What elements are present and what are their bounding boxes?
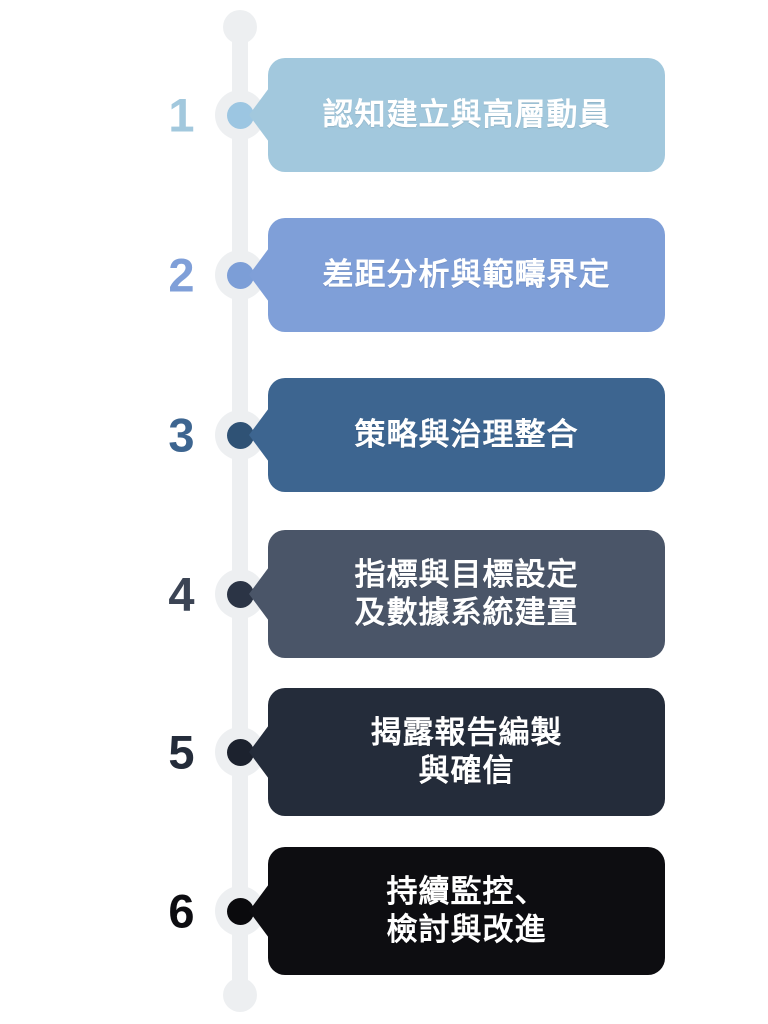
step-number: 4: [168, 567, 194, 621]
step-card-label: 指標與目標設定 及數據系統建置: [354, 557, 579, 630]
step-card[interactable]: 策略與治理整合: [249, 378, 665, 492]
step-card-notch-icon: [249, 88, 269, 142]
step-card[interactable]: 持續監控、 檢討與改進: [249, 847, 665, 975]
step-card-notch-icon: [249, 884, 269, 938]
step-number: 2: [168, 248, 194, 302]
step-card-notch-icon: [249, 248, 269, 302]
timeline-track: [232, 22, 248, 1002]
step-card[interactable]: 差距分析與範疇界定: [249, 218, 665, 332]
step-number: 3: [168, 408, 194, 462]
step-card-notch-icon: [249, 408, 269, 462]
step-card-label: 策略與治理整合: [354, 417, 579, 453]
step-card-label: 揭露報告編製 與確信: [370, 715, 563, 788]
step-number: 6: [168, 884, 194, 938]
step-card-notch-icon: [249, 725, 269, 779]
timeline-track-bottom-cap: [223, 978, 257, 1012]
step-card[interactable]: 認知建立與高層動員: [249, 58, 665, 172]
step-card[interactable]: 揭露報告編製 與確信: [249, 688, 665, 816]
step-card-label: 持續監控、 檢討與改進: [386, 874, 547, 947]
step-card-notch-icon: [249, 567, 269, 621]
step-card[interactable]: 指標與目標設定 及數據系統建置: [249, 530, 665, 658]
step-number: 5: [168, 725, 194, 779]
step-number: 1: [168, 88, 194, 142]
timeline-track-top-cap: [223, 10, 257, 44]
step-card-label: 差距分析與範疇界定: [322, 257, 611, 293]
step-card-label: 認知建立與高層動員: [322, 97, 611, 133]
